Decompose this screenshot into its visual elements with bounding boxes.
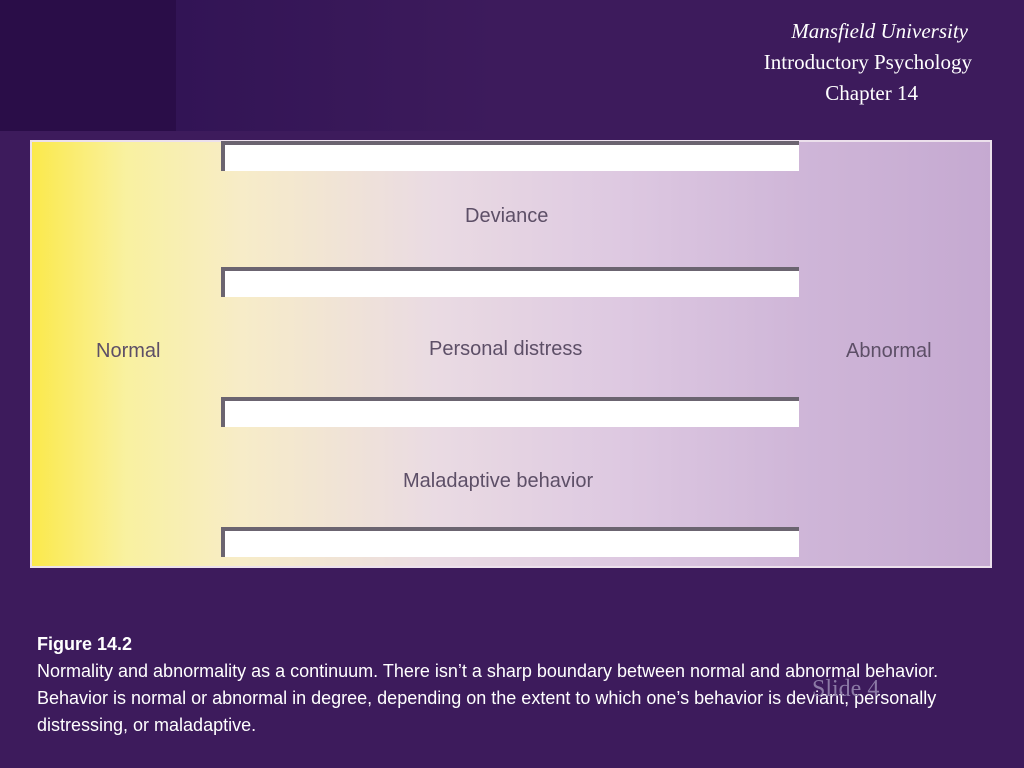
figure-caption: Figure 14.2 Normality and abnormality as… xyxy=(37,631,1012,739)
abnormal-label: Abnormal xyxy=(846,340,932,362)
divider-bar xyxy=(221,141,799,171)
normal-label: Normal xyxy=(96,340,161,362)
slide-header: Mansfield University Introductory Psycho… xyxy=(642,16,972,109)
deviance-label: Deviance xyxy=(465,205,549,227)
divider-bar xyxy=(221,527,799,557)
corner-decoration xyxy=(0,0,176,131)
divider-bar xyxy=(221,267,799,297)
university-name: Mansfield University xyxy=(791,19,968,43)
corner-fade xyxy=(176,0,496,131)
personal-distress-label: Personal distress xyxy=(429,338,583,360)
divider-bar xyxy=(221,397,799,427)
maladaptive-behavior-label: Maladaptive behavior xyxy=(403,470,594,492)
continuum-figure: Normal Abnormal Deviance Personal distre… xyxy=(30,140,992,568)
caption-title: Figure 14.2 xyxy=(37,634,133,654)
slide-number: Slide 4 xyxy=(812,676,880,702)
chapter-label: Chapter 14 xyxy=(825,81,918,105)
course-name: Introductory Psychology xyxy=(763,50,972,74)
caption-text: Normality and abnormality as a continuum… xyxy=(37,661,939,735)
